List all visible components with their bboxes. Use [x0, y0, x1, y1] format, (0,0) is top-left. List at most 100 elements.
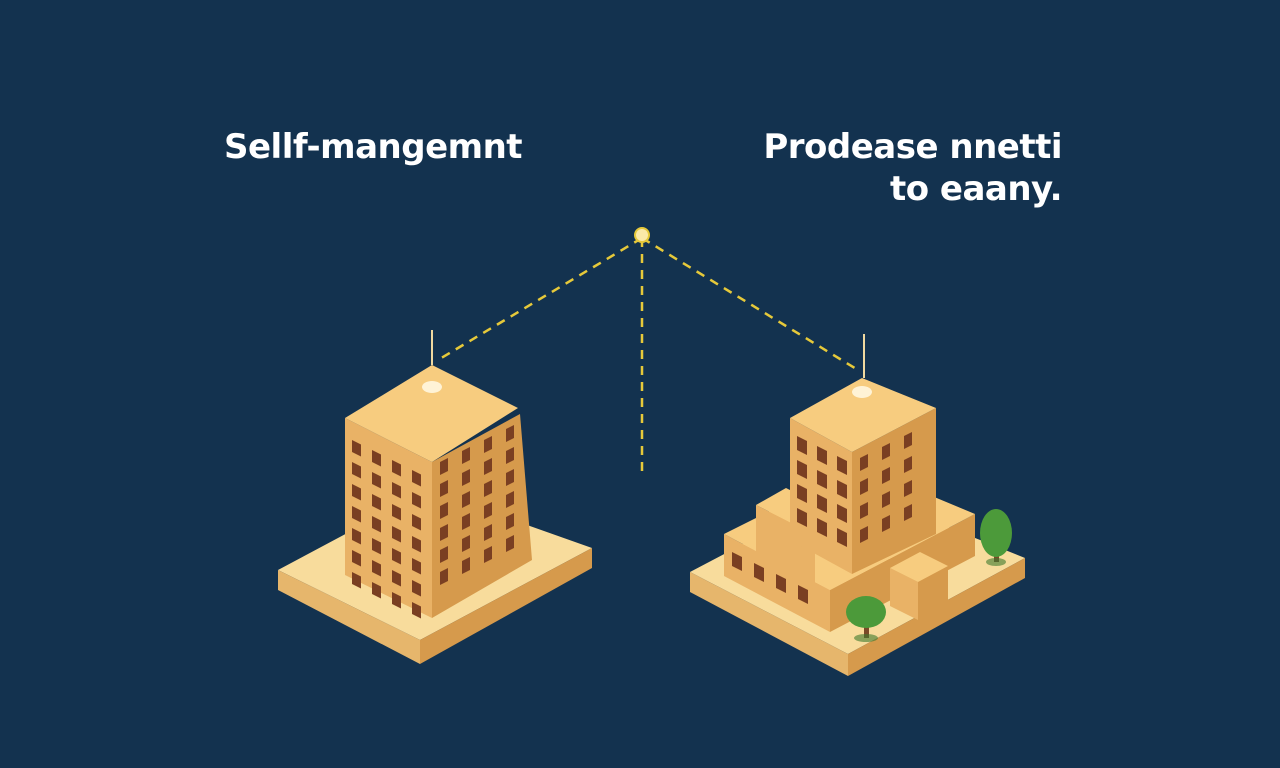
window	[372, 494, 381, 511]
window	[798, 585, 808, 604]
window	[506, 425, 514, 442]
hub-node-icon	[634, 227, 650, 243]
right-base-side-left	[690, 572, 848, 676]
window	[506, 469, 514, 486]
window	[462, 491, 470, 508]
window	[412, 558, 421, 575]
window	[440, 546, 448, 563]
window	[817, 446, 827, 465]
window	[860, 454, 868, 471]
window	[352, 572, 361, 589]
window	[352, 462, 361, 479]
window	[837, 456, 847, 475]
tree-icon	[980, 509, 1012, 566]
window	[392, 570, 401, 587]
window	[904, 504, 912, 521]
window	[352, 440, 361, 457]
window	[904, 480, 912, 497]
window	[506, 513, 514, 530]
window	[817, 518, 827, 537]
window	[797, 484, 807, 503]
window	[882, 467, 890, 484]
window	[484, 480, 492, 497]
window	[837, 504, 847, 523]
left-caption: Sellf-mangemnt	[224, 127, 523, 167]
left-tower-left-face	[345, 418, 432, 618]
window	[904, 456, 912, 473]
window	[412, 470, 421, 487]
window	[506, 535, 514, 552]
right-roof-dome	[852, 386, 872, 398]
left-base-side-right	[420, 548, 592, 664]
window	[352, 528, 361, 545]
window	[352, 484, 361, 501]
window	[882, 515, 890, 532]
window	[392, 482, 401, 499]
window	[412, 602, 421, 619]
window	[352, 550, 361, 567]
window	[440, 568, 448, 585]
window	[506, 491, 514, 508]
window	[412, 514, 421, 531]
window	[372, 450, 381, 467]
window	[372, 560, 381, 577]
apartment-tower-icon	[278, 330, 592, 664]
window	[860, 502, 868, 519]
window	[462, 469, 470, 486]
window	[817, 494, 827, 513]
window	[860, 478, 868, 495]
window	[412, 580, 421, 597]
window	[484, 546, 492, 563]
window	[797, 460, 807, 479]
window	[392, 592, 401, 609]
window	[412, 492, 421, 509]
window	[484, 524, 492, 541]
window	[797, 508, 807, 527]
right-caption-line-1: Prodease nnetti	[763, 127, 1062, 167]
window	[754, 563, 764, 582]
window	[440, 480, 448, 497]
window	[392, 526, 401, 543]
window	[484, 458, 492, 475]
connector-lines	[437, 236, 859, 478]
right-caption: Prodease nnetti to eaany.	[763, 126, 1062, 210]
window	[462, 557, 470, 574]
window	[372, 538, 381, 555]
right-front-block-left	[890, 568, 918, 620]
window	[904, 432, 912, 449]
right-complex-windows	[732, 432, 912, 604]
window	[392, 504, 401, 521]
window	[372, 472, 381, 489]
window	[462, 447, 470, 464]
tree-icon	[846, 596, 886, 642]
window	[860, 526, 868, 543]
right-mid-left-face	[756, 505, 815, 590]
left-base-side-left	[278, 570, 420, 664]
window	[462, 513, 470, 530]
window	[392, 548, 401, 565]
window	[732, 552, 742, 571]
window	[352, 506, 361, 523]
left-roof-dome	[422, 381, 442, 393]
window	[392, 460, 401, 477]
window	[797, 436, 807, 455]
left-tower-roof	[345, 365, 518, 462]
connector-right	[641, 236, 859, 372]
window	[484, 502, 492, 519]
window	[817, 470, 827, 489]
terraced-complex-icon	[690, 334, 1025, 676]
window	[440, 502, 448, 519]
right-front-block-right	[918, 566, 948, 620]
window	[882, 443, 890, 460]
window	[372, 582, 381, 599]
window	[506, 447, 514, 464]
connector-left	[437, 236, 643, 362]
right-base-side-right	[848, 558, 1025, 676]
window	[484, 436, 492, 453]
right-tower-roof	[790, 378, 936, 452]
window	[837, 480, 847, 499]
left-tower-right-face	[432, 414, 532, 618]
window	[776, 574, 786, 593]
window	[412, 536, 421, 553]
